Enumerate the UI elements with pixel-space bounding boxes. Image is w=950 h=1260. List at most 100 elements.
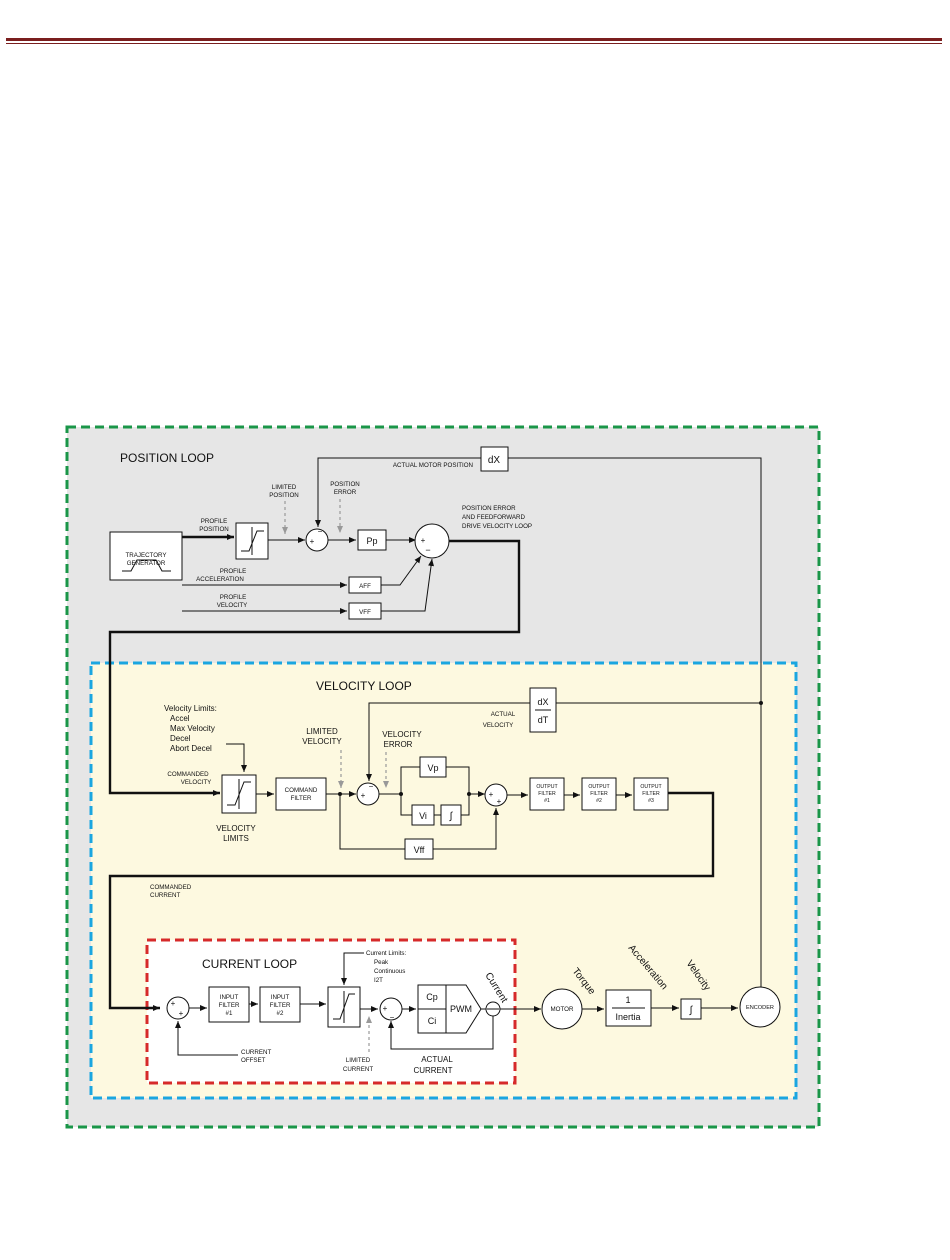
- vff-branch-wire: [339, 794, 405, 850]
- plant-integrator-label: ∫: [689, 1005, 694, 1016]
- vff-to-sum-wire: [433, 808, 499, 850]
- velocity-error-label-1: VELOCITY: [382, 730, 422, 739]
- position-error-label-2: ERROR: [334, 489, 357, 496]
- encoder-label: ENCODER: [746, 1005, 774, 1011]
- output-filter-3-block: [633, 777, 669, 811]
- dx-label: dX: [488, 455, 501, 466]
- drive-note-1: POSITION ERROR: [462, 505, 516, 512]
- commanded-current-wire: [108, 791, 715, 1011]
- position-sum-plus: +: [310, 537, 315, 546]
- dx-dt-block: [529, 687, 557, 733]
- limited-position-label-1: LIMITED: [272, 484, 297, 491]
- current-offset-label-1: CURRENT: [241, 1049, 271, 1056]
- vp-branch-wire: [400, 766, 420, 794]
- current-limits-wire: [341, 952, 364, 985]
- vel-cmd-sum-plus: +: [421, 536, 426, 545]
- vel-cmd-sum-minus: −: [425, 545, 430, 555]
- cp-gain-label: Cp: [426, 992, 438, 1002]
- input-filter-1-label-3: #1: [226, 1010, 233, 1017]
- trajectory-generator-label-2: GENERATOR: [127, 560, 166, 567]
- commanded-current-label-1: COMMANDED: [150, 884, 192, 891]
- velocity-error-label-2: ERROR: [384, 740, 413, 749]
- current-feedback-wire: [388, 1016, 494, 1050]
- vff-sum-plus-2: +: [497, 797, 502, 806]
- output-filter-2-label-1: OUTPUT: [588, 784, 610, 790]
- trajectory-generator-label-1: TRAJECTORY: [125, 552, 166, 559]
- current-limits-list-2: Continuous: [374, 968, 405, 975]
- inertia-numerator: 1: [625, 995, 630, 1005]
- input-filter-2-label-1: INPUT: [271, 994, 290, 1001]
- position-sum-minus: −: [318, 527, 323, 536]
- output-filter-2-block: [581, 777, 617, 811]
- current-sum-plus-1: +: [171, 999, 176, 1008]
- input-filter-2-label-3: #2: [277, 1010, 284, 1017]
- vff-sum-plus-1: +: [489, 790, 494, 799]
- actual-velocity-label-1: ACTUAL: [491, 711, 516, 718]
- output-filter-1-label-1: OUTPUT: [536, 784, 558, 790]
- position-error-label-1: POSITION: [330, 481, 360, 488]
- limited-velocity-label-1: LIMITED: [306, 727, 338, 736]
- output-filter-3-label-3: #3: [648, 798, 654, 804]
- position-feedback-wire: [315, 457, 481, 527]
- trajectory-generator-block: TRAJECTORY GENERATOR: [109, 531, 183, 581]
- actual-velocity-label-2: VELOCITY: [483, 722, 514, 729]
- vff-gain-label: VFF: [359, 609, 371, 616]
- profile-acceleration-label-1: PROFILE: [220, 568, 246, 575]
- position-limiter-block: [235, 522, 269, 560]
- pwm-label: PWM: [450, 1004, 472, 1014]
- drive-note-3: DRIVE VELOCITY LOOP: [462, 523, 532, 530]
- command-filter-block: [275, 777, 327, 811]
- velocity-limits-label-1: VELOCITY: [216, 824, 256, 833]
- input-filter-2-block: [259, 986, 301, 1023]
- integrator-out-wire: [461, 794, 470, 816]
- vp-gain-label: Vp: [427, 763, 438, 773]
- commanded-current-label-2: CURRENT: [150, 892, 180, 899]
- current-error-sum-plus: +: [383, 1004, 388, 1013]
- command-filter-label-2: FILTER: [291, 795, 312, 802]
- position-loop-title: POSITION LOOP: [120, 451, 214, 465]
- velocity-sum-plus: +: [361, 791, 366, 800]
- velocity-limits-label-2: LIMITS: [223, 834, 249, 843]
- pp-gain-label: Pp: [366, 536, 377, 546]
- velocity-sum-minus: −: [369, 782, 374, 791]
- command-filter-label-1: COMMAND: [285, 787, 318, 794]
- vp-out-wire: [446, 766, 470, 794]
- ci-gain-label: Ci: [428, 1016, 437, 1026]
- inertia-denominator: Inertia: [615, 1012, 640, 1022]
- input-filter-1-label-2: FILTER: [219, 1002, 240, 1009]
- output-filter-3-label-2: FILTER: [642, 791, 660, 797]
- vi-branch-wire: [400, 794, 412, 816]
- profile-velocity-label-2: VELOCITY: [217, 602, 248, 609]
- encoder-block: [739, 986, 781, 1028]
- actual-current-label-2: CURRENT: [413, 1066, 452, 1075]
- input-filter-2-label-2: FILTER: [270, 1002, 291, 1009]
- current-limits-list-3: I2T: [374, 977, 383, 984]
- aff-gain-label: AFF: [359, 583, 371, 590]
- velocity-limits-list-2: Max Velocity: [170, 724, 215, 733]
- current-error-sum-minus: −: [390, 1013, 395, 1022]
- motor-label: MOTOR: [551, 1006, 574, 1013]
- vi-gain-label: Vi: [419, 811, 427, 821]
- actual-motor-position-label: ACTUAL MOTOR POSITION: [393, 462, 473, 469]
- limited-current-label-1: LIMITED: [346, 1057, 371, 1064]
- limited-current-label-2: CURRENT: [343, 1066, 373, 1073]
- current-limits-list-0: Current Limits:: [366, 950, 407, 957]
- dx-dt-numerator: dX: [537, 697, 548, 707]
- dx-dt-denominator: dT: [538, 715, 549, 725]
- current-sum-plus-2: +: [179, 1009, 184, 1018]
- profile-position-label-1: PROFILE: [201, 518, 227, 525]
- cp-gain-block: [417, 984, 447, 1010]
- output-filter-1-label-3: #1: [544, 798, 550, 804]
- drive-note-2: AND FEEDFORWARD: [462, 514, 525, 521]
- trapezoid-profile-icon: [122, 559, 171, 572]
- profile-velocity-label-1: PROFILE: [220, 594, 246, 601]
- dx-block: [480, 446, 509, 472]
- commanded-velocity-label-2: VELOCITY: [181, 779, 212, 786]
- velocity-limits-list-3: Decel: [170, 734, 191, 743]
- current-offset-wire: [175, 1021, 238, 1056]
- header-rule-thin: [6, 43, 942, 44]
- vff-velocity-label: Vff: [414, 845, 425, 855]
- input-filter-1-block: [208, 986, 250, 1023]
- limited-velocity-label-2: VELOCITY: [302, 737, 342, 746]
- encoder-to-dx-wire: [508, 457, 762, 988]
